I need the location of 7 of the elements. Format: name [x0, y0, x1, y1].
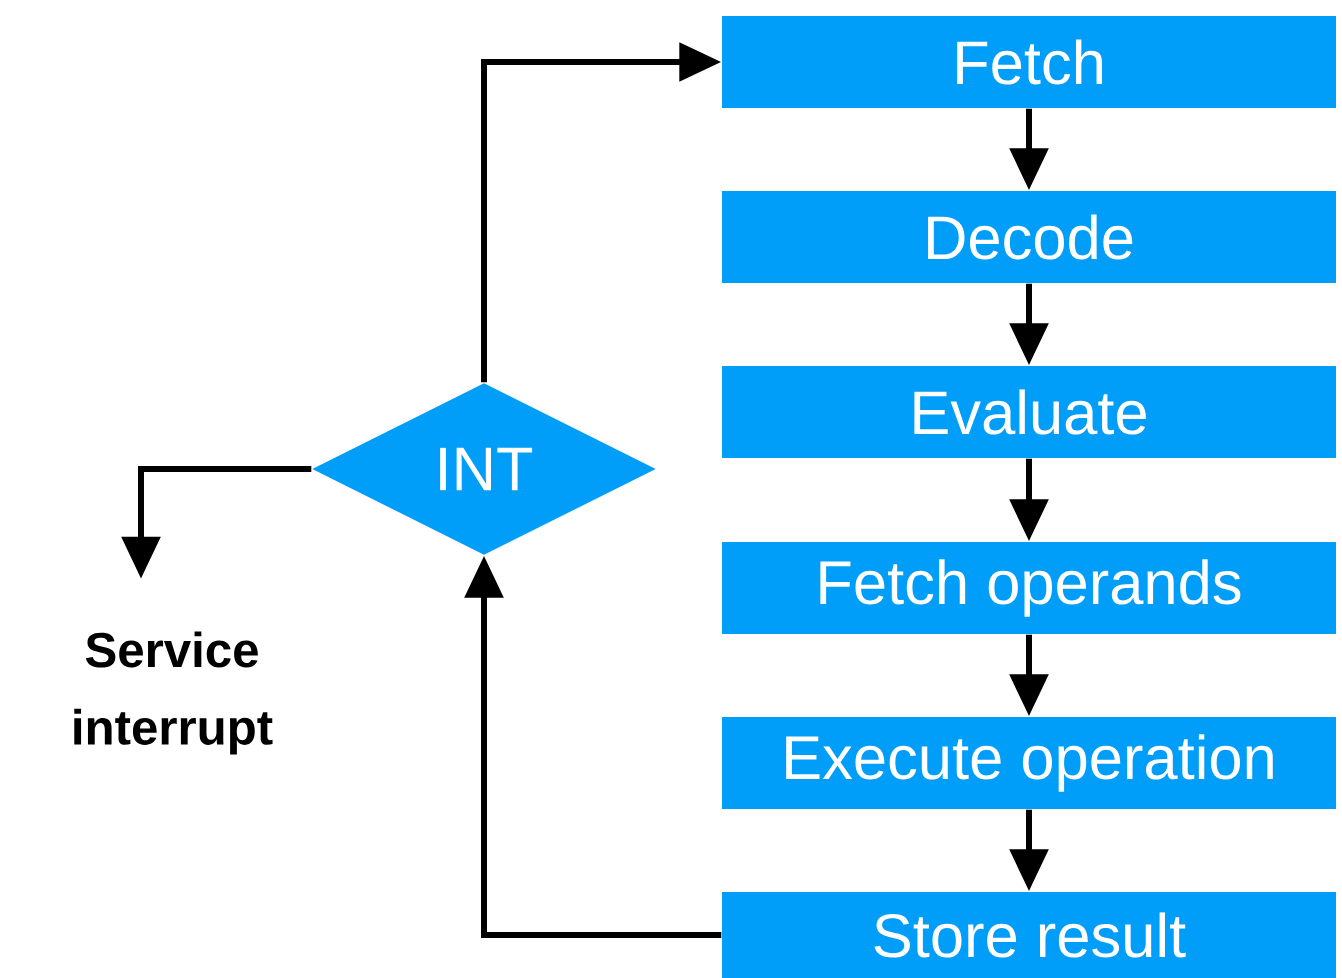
process-box: Fetch operands: [722, 542, 1336, 634]
process-box: Fetch: [722, 16, 1336, 108]
process-box: Decode: [722, 191, 1336, 283]
process-box: Execute operation: [722, 717, 1336, 809]
process-box: Store result: [722, 892, 1336, 978]
terminal-label: Service interrupt: [74, 631, 273, 755]
process-box: Evaluate: [722, 366, 1336, 458]
